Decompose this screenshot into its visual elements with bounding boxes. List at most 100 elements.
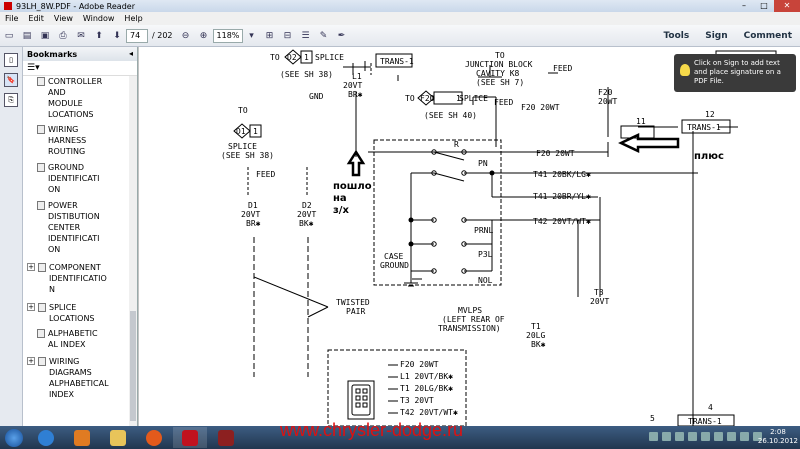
diagram-label: 1 (304, 53, 309, 62)
comment-icon[interactable]: ☰ (301, 30, 310, 41)
clock[interactable]: 2:08 26.10.2012 (758, 428, 798, 446)
title-bar: 93LH_8W.PDF - Adobe Reader – □ ✕ (0, 0, 800, 12)
menu-view[interactable]: View (53, 14, 73, 23)
arrow-left-icon (618, 133, 680, 153)
taskbar-ie[interactable] (29, 427, 63, 448)
menu-bar: File Edit View Window Help (0, 12, 800, 25)
sign-tool-icon[interactable]: ✒ (337, 30, 346, 41)
diagram-label: 1 (253, 127, 258, 136)
tray-icon[interactable] (714, 432, 723, 441)
bookmark-label-line: LOCATIONS (48, 110, 94, 119)
bookmark-label-line: DIAGRAMS (49, 368, 92, 377)
fit-page-icon[interactable]: ⊞ (265, 30, 274, 41)
comment-button[interactable]: Comment (743, 31, 792, 41)
diagram-label: 20WT (598, 97, 617, 106)
diagram-label: (LEFT REAR OF (442, 315, 505, 324)
maximize-button[interactable]: □ (760, 1, 768, 10)
annotation-left-2: на (333, 193, 347, 204)
bookmark-item[interactable]: ALPHABETIC AL INDEX (37, 328, 98, 350)
windows-logo-icon (5, 428, 23, 447)
sign-tooltip: Click on Sign to add text and place sign… (674, 54, 796, 92)
taskbar-firefox[interactable] (137, 427, 171, 448)
pages-panel-icon[interactable]: ▯ (4, 53, 18, 67)
menu-window[interactable]: Window (82, 14, 115, 23)
adobe-reader-taskbar-icon (182, 429, 198, 446)
save-icon[interactable]: ▣ (40, 30, 50, 41)
tools-button[interactable]: Tools (663, 31, 690, 41)
attachments-panel-icon[interactable]: ⎘ (4, 93, 18, 107)
bookmark-label-line: HARNESS (48, 136, 87, 145)
page-number-input[interactable]: 74 (126, 28, 148, 43)
bookmarks-header: Bookmarks ◂ (23, 47, 137, 61)
zoom-select[interactable]: 118% (212, 28, 243, 43)
expand-icon[interactable]: + (27, 357, 35, 365)
expand-icon[interactable]: + (27, 263, 35, 271)
bookmark-label-line: IDENTIFICATI (48, 234, 100, 243)
highlight-icon[interactable]: ✎ (319, 30, 328, 41)
diagram-label: (SEE SH 40) (424, 111, 477, 120)
diagram-label: TO (405, 94, 415, 103)
scroll-thumb[interactable] (130, 311, 136, 421)
menu-edit[interactable]: Edit (28, 14, 44, 23)
minimize-button[interactable]: – (742, 1, 746, 10)
diagram-label: MVLPS (458, 306, 482, 315)
tray-icon[interactable] (727, 432, 736, 441)
annotation-left-1: пошло (333, 181, 372, 192)
tray-icon[interactable] (662, 432, 671, 441)
menu-file[interactable]: File (5, 14, 19, 23)
fit-width-icon[interactable]: ⊟ (283, 30, 292, 41)
zoom-out-icon[interactable]: ⊖ (181, 30, 190, 41)
diagram-label: GND (309, 92, 324, 101)
diagram-label: F20 (420, 94, 435, 103)
tray-icon[interactable] (740, 432, 749, 441)
options-icon[interactable]: ☰▾ (27, 63, 40, 73)
bookmarks-options[interactable]: ☰▾ (23, 61, 137, 76)
diagram-label: R (454, 140, 459, 149)
menu-help[interactable]: Help (124, 14, 143, 23)
email-icon[interactable]: ✉ (77, 30, 85, 41)
collapse-panel-icon[interactable]: ◂ (128, 49, 133, 58)
bookmark-page-icon (37, 163, 45, 172)
tray-icon[interactable] (649, 432, 658, 441)
bookmarks-panel-icon[interactable]: 🔖 (4, 73, 18, 87)
start-button[interactable] (0, 427, 28, 449)
tray-icon[interactable] (688, 432, 697, 441)
tray-icon[interactable] (701, 432, 710, 441)
close-button[interactable]: ✕ (774, 0, 800, 12)
bookmark-label-line: AL INDEX (48, 340, 86, 349)
bookmark-label-line: ALPHABETIC (48, 329, 98, 338)
prev-page-icon[interactable]: ⬆ (95, 30, 103, 41)
taskbar-app[interactable] (209, 427, 243, 448)
tray-icon[interactable] (675, 432, 684, 441)
diagram-label: 20LG (526, 331, 545, 340)
diagram-label: T41 20BK/LG✱ (533, 170, 591, 179)
zoom-dropdown-icon[interactable]: ▾ (249, 30, 254, 41)
create-pdf-icon[interactable]: ▤ (22, 30, 32, 41)
bookmark-label-line: DISTIBUTION (48, 212, 100, 221)
taskbar-reader[interactable] (173, 427, 207, 448)
taskbar-explorer[interactable] (101, 427, 135, 448)
taskbar-media[interactable] (65, 427, 99, 448)
bookmarks-scrollbar[interactable] (129, 76, 137, 426)
zoom-in-icon[interactable]: ⊕ (199, 30, 208, 41)
diagram-label: CAVITY K8 (476, 69, 520, 78)
expand-icon[interactable]: + (27, 303, 35, 311)
next-page-icon[interactable]: ⬇ (113, 30, 121, 41)
bookmark-label-line: INDEX (49, 390, 75, 399)
open-icon[interactable]: ▭ (4, 30, 14, 41)
print-icon[interactable]: ⎙ (59, 30, 67, 41)
sign-button[interactable]: Sign (705, 31, 728, 41)
volume-icon[interactable] (753, 432, 762, 441)
bookmark-label-line: COMPONENT (49, 263, 101, 272)
document-view[interactable]: TO D2 1 SPLICE (SEE SH 38) TRANS-1 L1 20… (138, 47, 800, 426)
